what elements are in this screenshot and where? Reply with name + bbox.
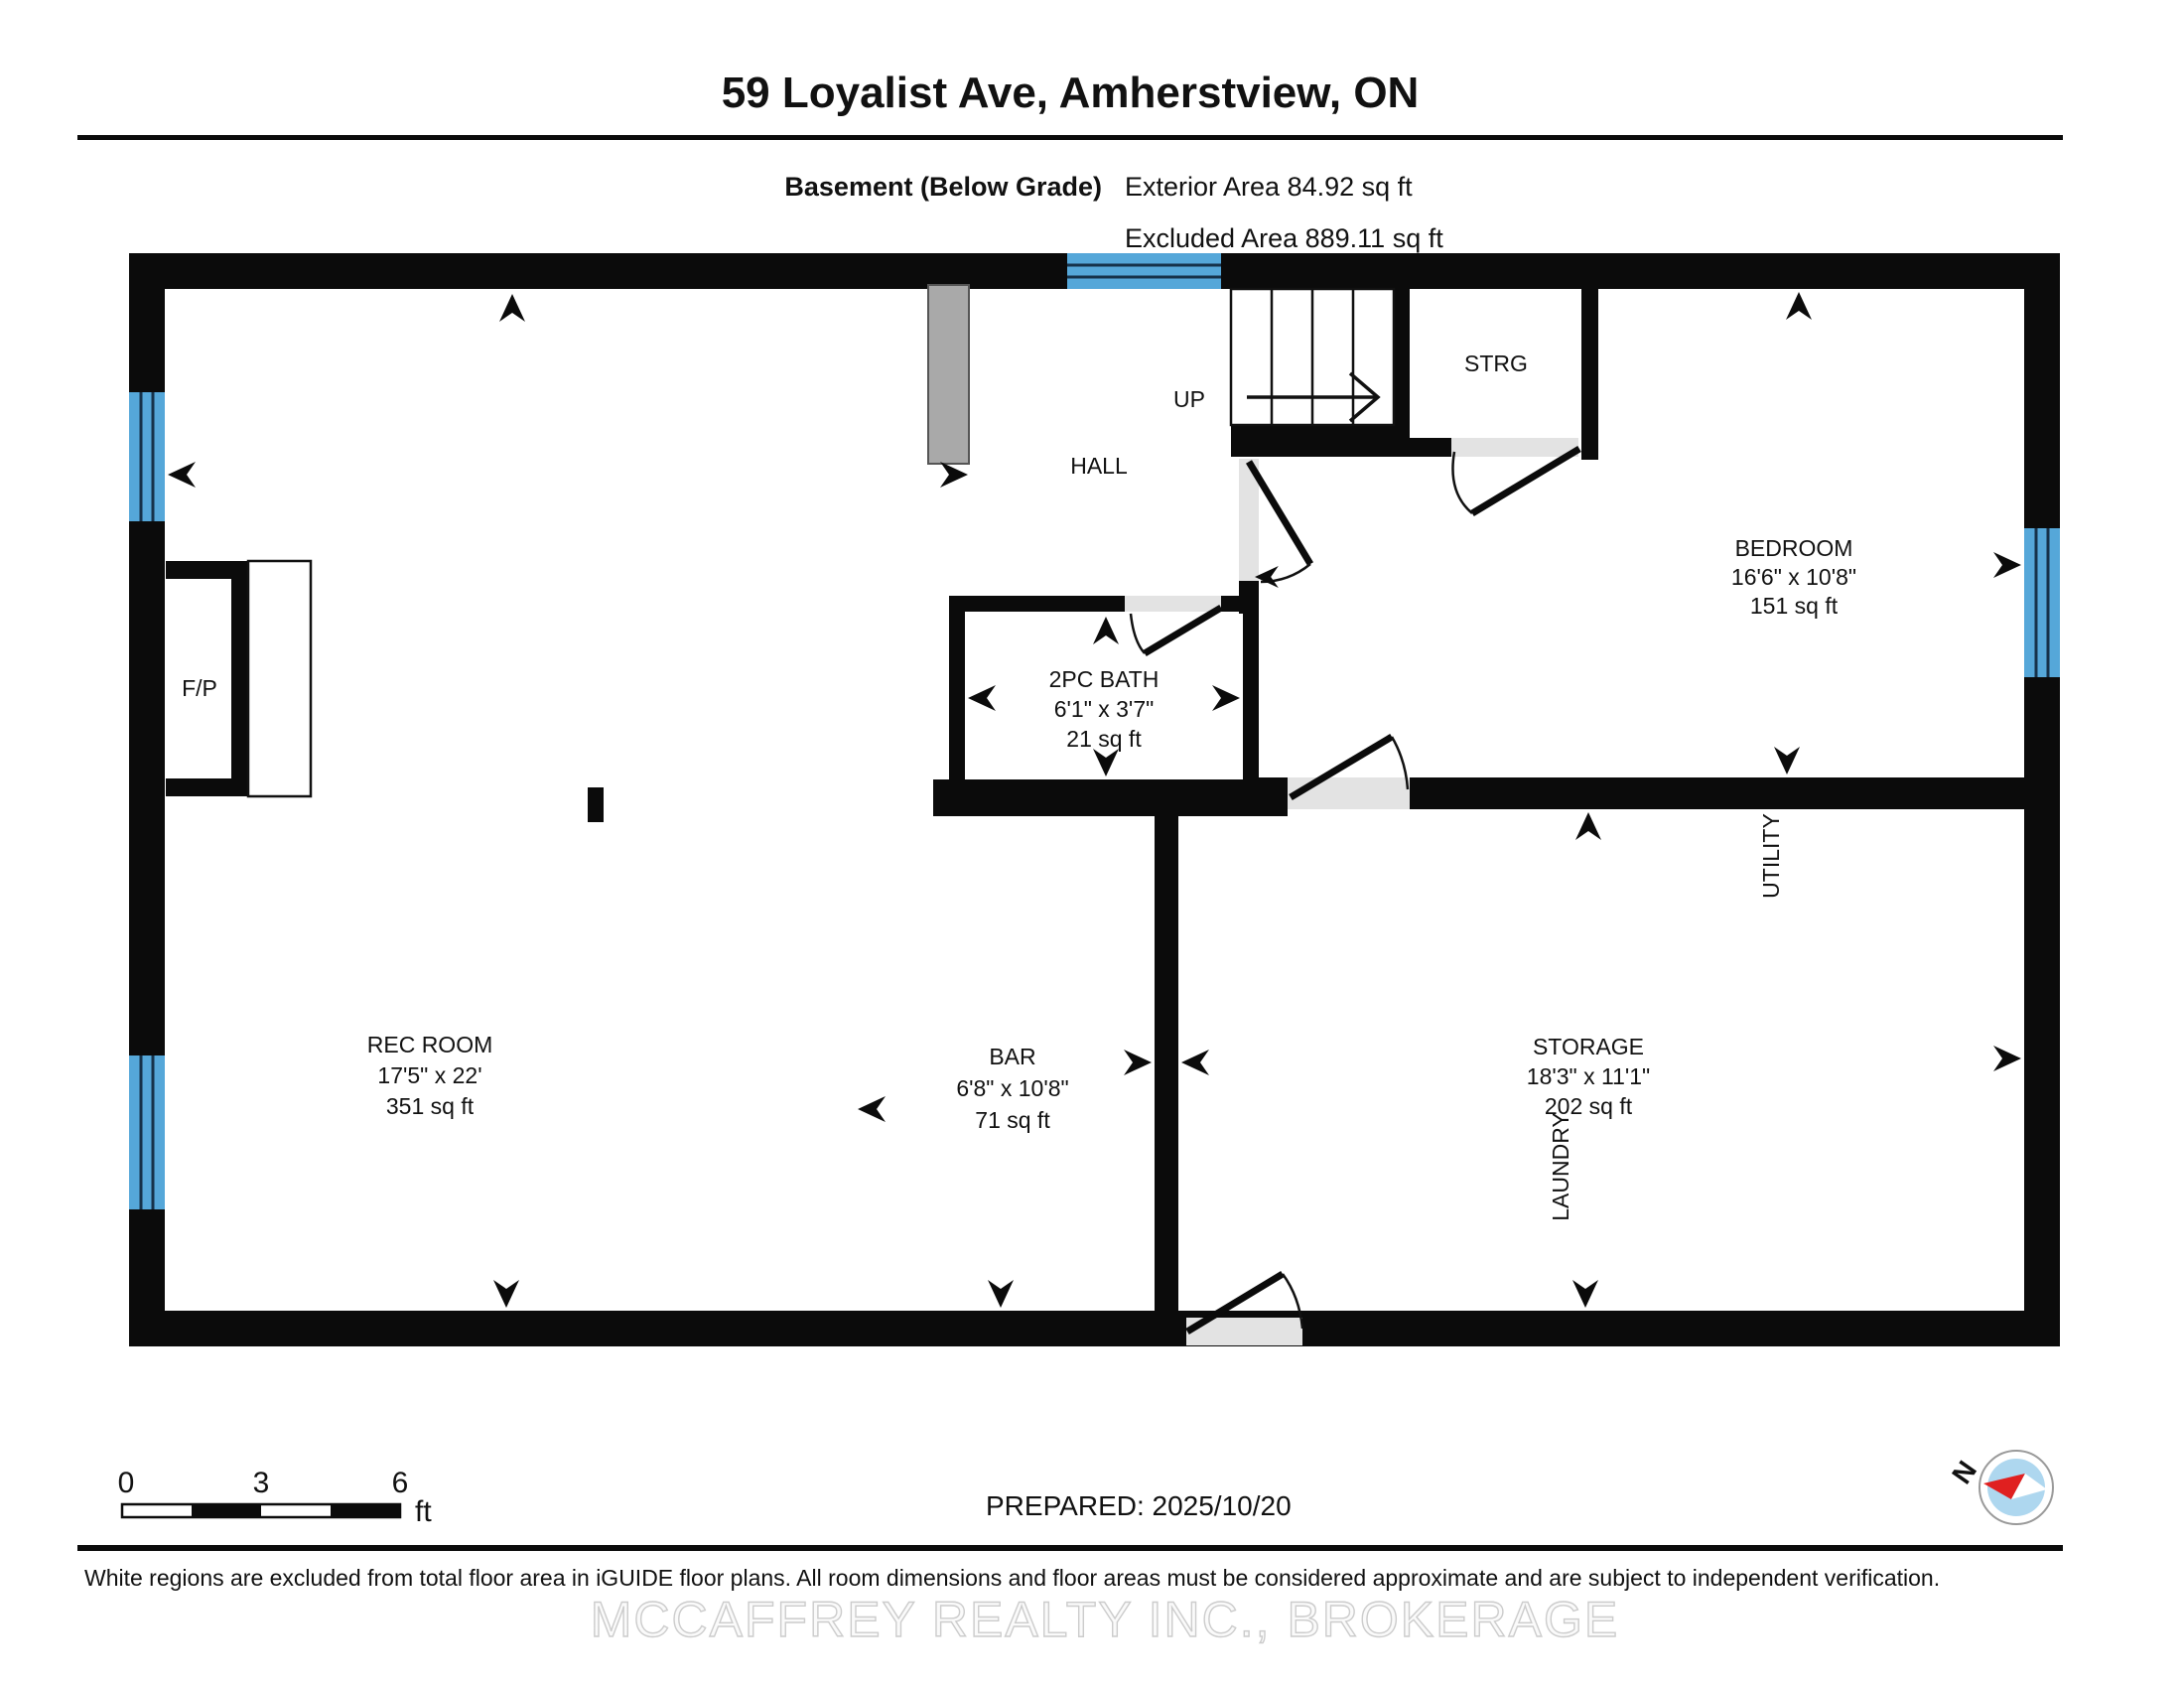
excluded-area-label: Excluded Area 889.11 sq ft	[1125, 223, 1443, 253]
label-utility: UTILITY	[1758, 813, 1784, 899]
door-hall-bedroom	[1239, 459, 1313, 589]
door-storage	[1288, 733, 1410, 809]
exterior-area-label: Exterior Area 84.92 sq ft	[1125, 172, 1413, 202]
svg-text:BEDROOM: BEDROOM	[1735, 535, 1853, 561]
windows	[129, 253, 2060, 1209]
label-bar: BAR 6'8" x 10'8" 71 sq ft	[956, 1044, 1068, 1133]
svg-text:6'1" x 3'7": 6'1" x 3'7"	[1054, 696, 1155, 722]
disclaimer-text: White regions are excluded from total fl…	[84, 1565, 1940, 1591]
prepared-date: PREPARED: 2025/10/20	[986, 1490, 1292, 1521]
label-laundry: LAUNDRY	[1548, 1112, 1573, 1221]
svg-text:151 sq ft: 151 sq ft	[1750, 593, 1839, 619]
label-storage: STORAGE 18'3" x 11'1" 202 sq ft	[1527, 1034, 1650, 1119]
svg-text:6'8" x 10'8": 6'8" x 10'8"	[956, 1075, 1068, 1101]
label-bath: 2PC BATH 6'1" x 3'7" 21 sq ft	[1049, 666, 1160, 752]
window-top	[1067, 253, 1221, 289]
door-bath	[1125, 596, 1223, 657]
compass-needle-south	[2011, 1474, 2047, 1499]
compass: N	[1946, 1450, 2054, 1525]
fireplace: F/P	[166, 559, 313, 798]
label-strg: STRG	[1464, 351, 1528, 376]
svg-text:202 sq ft: 202 sq ft	[1545, 1093, 1633, 1119]
scale-bar: 0 3 6 ft	[118, 1467, 433, 1528]
scale-mid: 3	[253, 1467, 270, 1499]
svg-text:18'3" x 11'1": 18'3" x 11'1"	[1527, 1063, 1650, 1089]
interior-walls	[588, 289, 2025, 1311]
svg-text:STORAGE: STORAGE	[1533, 1034, 1644, 1059]
label-hall: HALL	[1070, 453, 1128, 479]
scale-unit: ft	[415, 1495, 432, 1528]
scale-end: 6	[392, 1467, 409, 1499]
brokerage-watermark: MCCAFFREY REALTY INC., BROKERAGE	[591, 1592, 1619, 1647]
svg-text:REC ROOM: REC ROOM	[367, 1032, 493, 1057]
window-right-bedroom	[2024, 528, 2060, 677]
svg-text:17'5" x 22': 17'5" x 22'	[377, 1062, 481, 1088]
svg-text:71 sq ft: 71 sq ft	[975, 1107, 1050, 1133]
compass-north-label: N	[1946, 1456, 1982, 1489]
fireplace-hearth	[246, 559, 313, 798]
svg-text:16'6" x 10'8": 16'6" x 10'8"	[1731, 564, 1856, 590]
fireplace-label: F/P	[182, 675, 217, 701]
label-up: UP	[1173, 386, 1205, 412]
scale-start: 0	[118, 1467, 135, 1499]
svg-text:21 sq ft: 21 sq ft	[1066, 726, 1142, 752]
label-rec-room: REC ROOM 17'5" x 22' 351 sq ft	[367, 1032, 493, 1119]
window-left-upper	[129, 392, 165, 521]
svg-text:2PC BATH: 2PC BATH	[1049, 666, 1160, 692]
page-title: 59 Loyalist Ave, Amherstview, ON	[722, 69, 1420, 117]
svg-text:BAR: BAR	[989, 1044, 1035, 1069]
footer-divider	[77, 1545, 2063, 1551]
stairs-up-arrow	[1247, 371, 1381, 423]
door-bottom-wall	[1185, 1271, 1304, 1345]
window-left-lower	[129, 1055, 165, 1209]
label-bedroom: BEDROOM 16'6" x 10'8" 151 sq ft	[1731, 535, 1856, 619]
railing-half-wall	[927, 284, 970, 465]
door-strg	[1451, 438, 1581, 516]
room-labels: REC ROOM 17'5" x 22' 351 sq ft BAR 6'8" …	[367, 351, 1856, 1221]
svg-text:351 sq ft: 351 sq ft	[386, 1093, 475, 1119]
header-divider	[77, 135, 2063, 140]
column	[588, 787, 604, 822]
doors	[1125, 438, 1581, 1345]
stairs	[1229, 287, 1396, 427]
floor-label: Basement (Below Grade)	[784, 172, 1102, 202]
